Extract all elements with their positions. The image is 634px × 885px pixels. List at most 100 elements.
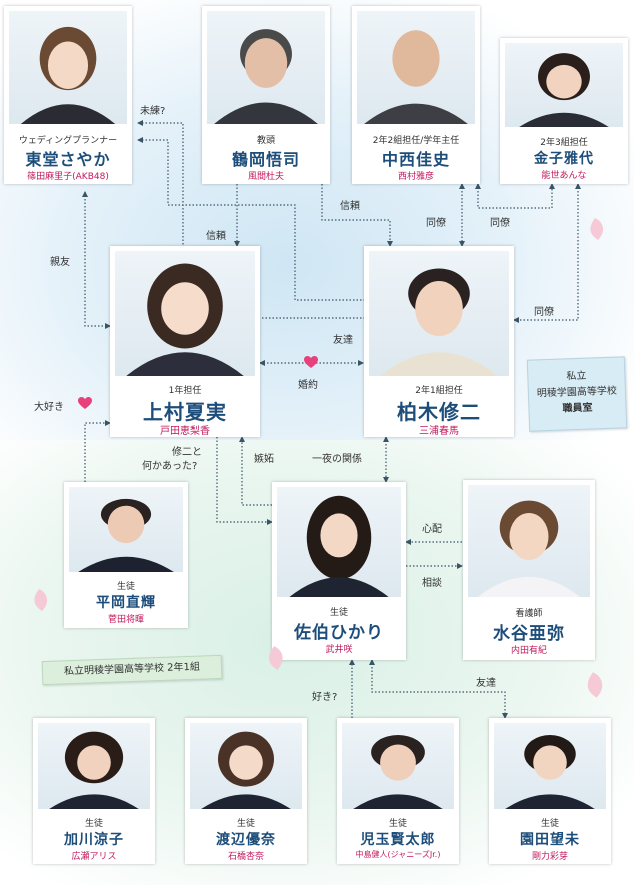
petal-icon-1 (590, 218, 604, 240)
role-uemura: 1年担任 (168, 386, 202, 396)
label-shitto: 嫉妬 (254, 454, 274, 465)
line-tsuruoka-kashiwagi (321, 184, 393, 247)
role-hiraoka: 生徒 (116, 582, 135, 592)
card-mizutani[interactable]: 看護師 水谷亜弥 内田有紀 (463, 480, 595, 660)
label-ichiya: 一夜の関係 (312, 454, 362, 465)
name-hiraoka: 平岡直輝 (96, 595, 156, 611)
photo-kashiwagi (369, 251, 509, 376)
label-nanika-2: 何かあった? (142, 461, 198, 472)
actor-kaneko: 能世あんな (541, 171, 587, 181)
staff-tag-line-2: 明稜学園高等学校 (536, 385, 618, 400)
actor-tsuruoka: 風間杜夫 (247, 172, 284, 182)
label-nanika-1: 修二と (172, 447, 202, 458)
label-soudan: 相談 (422, 578, 442, 589)
staff-tag-line-3: 職員室 (562, 402, 593, 415)
label-shinyu: 親友 (50, 257, 70, 268)
label-shinpai: 心配 (422, 524, 442, 535)
role-mizutani: 看護師 (515, 609, 543, 619)
role-kashiwagi: 2年1組担任 (415, 386, 463, 396)
photo-kaneko (505, 43, 623, 127)
label-daisuki: 大好き (34, 402, 64, 413)
label-douryou-3: 同僚 (534, 307, 554, 318)
card-kaneko[interactable]: 2年3組担任 金子雅代 能世あんな (500, 38, 628, 184)
card-tsuruoka[interactable]: 教頭 鶴岡悟司 風間杜夫 (202, 6, 330, 184)
name-kodama: 児玉賢太郎 (360, 832, 436, 848)
actor-kashiwagi: 三浦春馬 (419, 426, 459, 437)
name-sonoda: 園田望未 (520, 832, 580, 848)
card-watanabe[interactable]: 生徒 渡辺優奈 石橋杏奈 (185, 718, 307, 864)
actor-kagawa: 広瀬アリス (71, 852, 117, 862)
petal-icon-4 (587, 672, 603, 698)
name-tsuruoka: 鶴岡悟司 (231, 150, 300, 169)
petal-icon-2 (34, 589, 48, 611)
card-saeki[interactable]: 生徒 佐伯ひかり 武井咲 (272, 482, 406, 660)
role-watanabe: 生徒 (236, 819, 255, 829)
photo-nakanishi (357, 11, 475, 124)
line-saeki-sonoda (369, 659, 508, 719)
photo-kagawa (38, 723, 150, 809)
card-sonoda[interactable]: 生徒 園田望未 剛力彩芽 (489, 718, 611, 864)
name-watanabe: 渡辺優奈 (216, 832, 276, 848)
photo-tsuruoka (207, 11, 325, 124)
card-nakanishi[interactable]: 2年2組担任/学年主任 中西佳史 西村雅彦 (352, 6, 480, 184)
actor-todo: 篠田麻里子(AKB48) (27, 172, 109, 182)
label-shinrai-2: 信頼 (340, 201, 360, 212)
card-kodama[interactable]: 生徒 児玉賢太郎 中島健人(ジャニーズJr.) (337, 718, 459, 864)
name-kagawa: 加川涼子 (64, 832, 124, 848)
actor-saeki: 武井咲 (325, 645, 353, 655)
name-nakanishi: 中西佳史 (381, 150, 450, 169)
heart-icon-daisuki (78, 397, 92, 409)
role-tsuruoka: 教頭 (256, 136, 275, 146)
name-uemura: 上村夏実 (143, 400, 227, 424)
staff-room-tag: 私立 明稜学園高等学校 職員室 (526, 356, 628, 432)
card-kashiwagi[interactable]: 2年1組担任 柏木修二 三浦春馬 (364, 246, 514, 437)
role-kodama: 生徒 (388, 819, 407, 829)
label-miren: 未練? (140, 106, 166, 117)
card-hiraoka[interactable]: 生徒 平岡直輝 菅田将暉 (64, 482, 188, 628)
name-saeki: 佐伯ひかり (294, 623, 384, 643)
role-saeki: 生徒 (329, 608, 348, 618)
photo-uemura (115, 251, 255, 376)
actor-sonoda: 剛力彩芽 (531, 852, 568, 862)
role-kaneko: 2年3組担任 (540, 138, 588, 148)
line-nakanishi-kaneko (475, 183, 555, 209)
card-kagawa[interactable]: 生徒 加川涼子 広瀬アリス (33, 718, 155, 864)
photo-kodama (342, 723, 454, 809)
photo-sonoda (494, 723, 606, 809)
line-todo-uemura (82, 191, 111, 329)
label-douryou-1: 同僚 (426, 218, 446, 229)
photo-hiraoka (69, 487, 183, 572)
label-tomodachi-2: 友達 (476, 678, 496, 689)
heart-icon-konyaku (304, 356, 318, 368)
name-todo: 東堂さやか (25, 150, 111, 169)
name-kaneko: 金子雅代 (534, 151, 594, 167)
petal-icon-3 (269, 646, 283, 670)
line-uemura-saeki-1 (216, 437, 273, 525)
line-kashiwagi-todo-2 (137, 137, 365, 301)
actor-watanabe: 石橋杏奈 (227, 852, 264, 862)
actor-kodama: 中島健人(ジャニーズJr.) (355, 850, 441, 859)
card-uemura[interactable]: 1年担任 上村夏実 戸田恵梨香 (110, 246, 260, 437)
photo-mizutani (468, 485, 590, 597)
photo-saeki (277, 487, 401, 597)
label-suki: 好き? (312, 692, 338, 703)
role-kagawa: 生徒 (84, 819, 103, 829)
role-sonoda: 生徒 (540, 819, 559, 829)
photo-watanabe (190, 723, 302, 809)
role-todo: ウェディングプランナー (18, 136, 118, 146)
label-douryou-2: 同僚 (490, 218, 510, 229)
label-tomodachi-1: 友達 (333, 335, 353, 346)
photo-todo (9, 11, 127, 124)
role-nakanishi: 2年2組担任/学年主任 (372, 136, 460, 146)
actor-nakanishi: 西村雅彦 (397, 172, 434, 182)
actor-uemura: 戸田恵梨香 (160, 426, 210, 437)
name-mizutani: 水谷亜弥 (493, 624, 565, 644)
actor-hiraoka: 菅田将暉 (107, 615, 144, 625)
line-hiraoka-uemura (84, 420, 111, 482)
line-saeki-uemura (239, 436, 272, 506)
card-todo[interactable]: ウェディングプランナー 東堂さやか 篠田麻里子(AKB48) (4, 6, 132, 184)
line-kaneko-kashiwagi (513, 183, 581, 323)
label-konyaku: 婚約 (298, 380, 318, 391)
label-shinrai-1: 信頼 (206, 231, 226, 242)
